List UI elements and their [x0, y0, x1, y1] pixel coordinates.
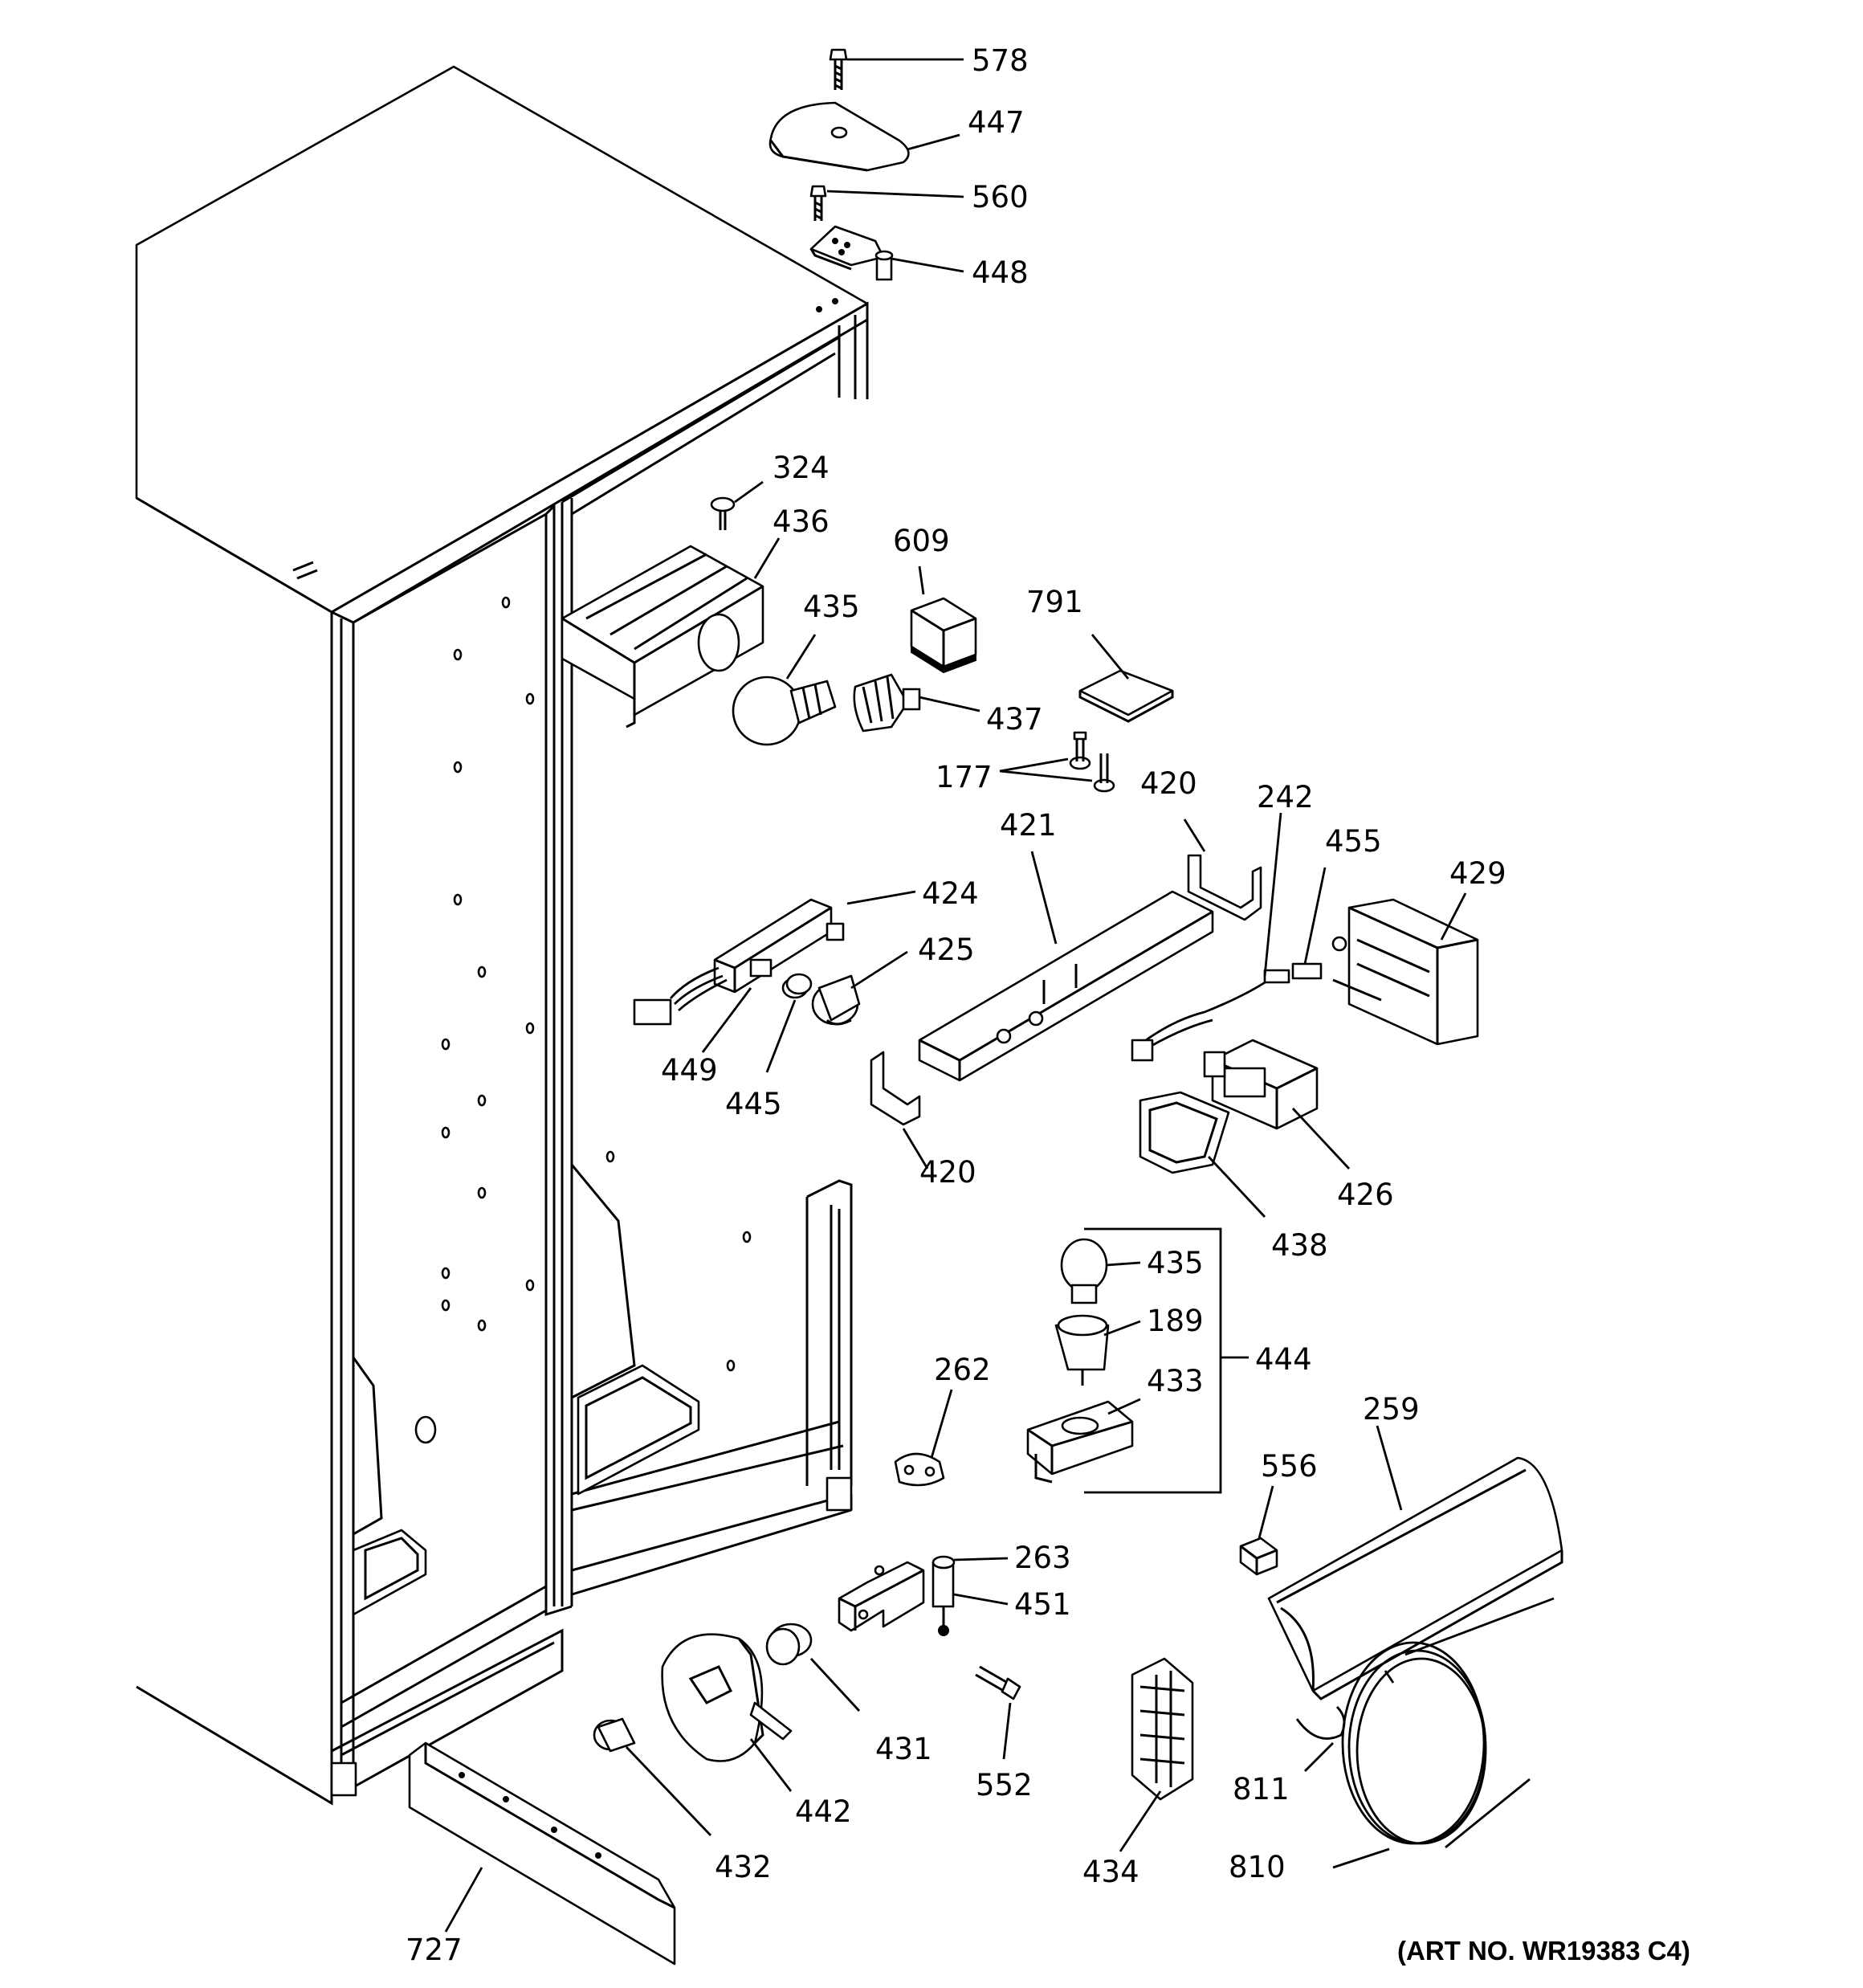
lamp-housing-433-icon	[1026, 1400, 1134, 1484]
motor-442-icon	[661, 1633, 793, 1762]
cover-791-icon	[1078, 669, 1174, 723]
label-420-lower: 420	[919, 1155, 976, 1190]
label-425: 425	[918, 933, 975, 967]
bushing-445-icon	[781, 973, 813, 999]
hinge-263-icon	[838, 1555, 956, 1636]
knob-425-icon	[811, 974, 861, 1026]
label-449: 449	[661, 1053, 718, 1088]
label-420-upper: 420	[1140, 766, 1197, 801]
label-447: 447	[968, 105, 1025, 140]
label-445: 445	[725, 1087, 782, 1121]
label-455: 455	[1325, 824, 1382, 859]
toe-grille-727-icon	[408, 1741, 676, 1966]
light-bulb-435-lower-icon	[1060, 1238, 1108, 1304]
label-424: 424	[922, 876, 979, 911]
control-housing-421-icon	[918, 890, 1214, 1082]
label-444: 444	[1255, 1342, 1312, 1377]
light-bulb-435-icon	[732, 676, 837, 746]
label-810: 810	[1229, 1850, 1286, 1884]
label-436: 436	[773, 504, 830, 539]
wire-harness-242-icon	[1131, 962, 1323, 1062]
tube-coil-810-icon	[1341, 1597, 1555, 1849]
light-shield-436-icon	[561, 545, 764, 729]
grille-434-icon	[1131, 1657, 1194, 1801]
clip-556-icon	[1239, 1537, 1278, 1576]
clip-420-upper-icon	[1187, 854, 1262, 921]
bracket-262-icon	[894, 1452, 945, 1487]
label-727: 727	[406, 1933, 463, 1967]
label-437: 437	[986, 702, 1043, 737]
label-435-upper: 435	[803, 590, 860, 624]
label-259: 259	[1363, 1392, 1420, 1427]
label-609: 609	[893, 524, 950, 558]
label-560: 560	[972, 180, 1029, 214]
relay-609-icon	[910, 597, 977, 674]
socket-189-icon	[1054, 1314, 1110, 1386]
bushing-432-icon	[593, 1717, 636, 1753]
hinge-cover-447-icon	[768, 101, 910, 172]
label-556: 556	[1261, 1449, 1318, 1484]
label-433: 433	[1147, 1364, 1204, 1398]
label-432: 432	[715, 1850, 772, 1884]
cap-431-icon	[765, 1623, 813, 1666]
label-434: 434	[1082, 1855, 1139, 1889]
socket-437-icon	[853, 673, 921, 733]
label-262: 262	[934, 1353, 991, 1387]
label-421: 421	[1000, 808, 1057, 843]
label-578: 578	[972, 43, 1029, 78]
control-board-424-icon	[633, 898, 845, 1026]
clamp-811-icon	[1295, 1706, 1346, 1740]
screws-177-icon	[1069, 731, 1115, 793]
clip-420-lower-icon	[870, 1051, 921, 1126]
fastener-324-icon	[710, 496, 736, 530]
label-791: 791	[1026, 585, 1083, 619]
leader-lines	[444, 58, 1467, 1933]
control-box-429-icon	[1331, 898, 1479, 1046]
label-431: 431	[875, 1732, 932, 1766]
label-263: 263	[1014, 1541, 1071, 1575]
label-177: 177	[936, 760, 993, 794]
lens-438-icon	[1139, 1091, 1230, 1174]
callout-labels: 578 447 560 448 324 436 609 435 791 437 …	[406, 43, 1690, 1967]
tube-cover-259-icon	[1267, 1456, 1563, 1700]
label-189: 189	[1147, 1304, 1204, 1338]
art-number: (ART NO. WR19383 C4)	[1397, 1936, 1690, 1966]
screw-560-icon	[809, 185, 827, 221]
screw-552-icon	[975, 1665, 1021, 1700]
label-435-lower: 435	[1147, 1246, 1204, 1280]
label-438: 438	[1271, 1228, 1328, 1263]
label-429: 429	[1449, 856, 1506, 891]
label-451: 451	[1014, 1587, 1071, 1622]
refrigerator-cabinet	[135, 65, 869, 1806]
label-448: 448	[972, 255, 1029, 290]
screw-578-icon	[829, 48, 848, 90]
label-552: 552	[976, 1768, 1033, 1802]
light-housing-426-icon	[1203, 1039, 1319, 1130]
label-242: 242	[1257, 780, 1314, 814]
hinge-448-icon	[809, 225, 894, 281]
label-426: 426	[1337, 1178, 1394, 1212]
label-324: 324	[773, 451, 830, 485]
label-811: 811	[1233, 1772, 1290, 1806]
label-442: 442	[795, 1794, 852, 1829]
